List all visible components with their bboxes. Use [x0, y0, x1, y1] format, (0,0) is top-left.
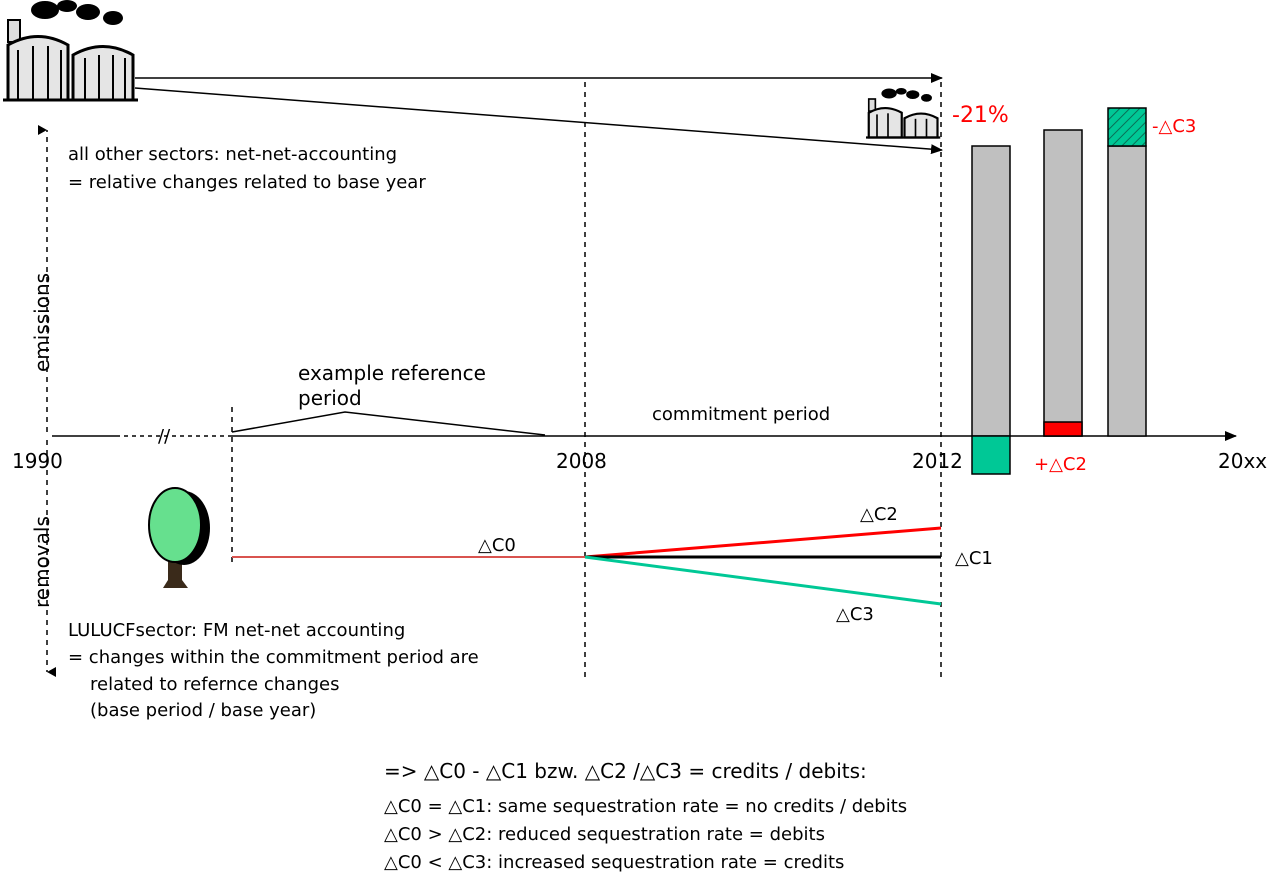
factory-icon	[866, 88, 941, 139]
bar-label-plus-c2: +△C2	[1034, 454, 1087, 475]
delta-c1-label: △C1	[955, 548, 993, 569]
legend-line-2: △C0 = △C1: same sequestration rate = no …	[384, 796, 907, 817]
lulucf-line-1: LULUCFsector: FM net-net accounting	[68, 620, 405, 641]
other-sectors-line-1: all other sectors: net-net-accounting	[68, 144, 397, 165]
lulucf-line-2: = changes within the commitment period a…	[68, 647, 479, 668]
bar-debits	[1043, 129, 1083, 437]
arrow-reduced-projection	[134, 87, 943, 155]
tree-icon	[148, 487, 210, 588]
bar-base-teal-below	[971, 435, 1011, 475]
tick-label-2012: 2012	[912, 449, 963, 473]
example-reference-line-1: example reference	[298, 361, 486, 385]
delta-c0-label: △C0	[478, 535, 516, 556]
delta-c3-label: △C3	[836, 604, 874, 625]
bar-label-percent: -21%	[952, 103, 1009, 128]
example-reference-line-2: period	[298, 386, 362, 410]
reference-period-bracket	[231, 411, 546, 436]
legend-line-3: △C0 > △C2: reduced sequestration rate = …	[384, 824, 825, 845]
bar-credits-hatched-segment	[1107, 107, 1147, 147]
bar-debits-red-segment	[1043, 421, 1083, 437]
lulucf-line-3: related to refernce changes	[90, 674, 339, 695]
y-axis-label-removals: removals	[30, 516, 54, 608]
tick-label-1990: 1990	[12, 449, 63, 473]
bar-credits	[1107, 145, 1147, 437]
other-sectors-line-2: = relative changes related to base year	[68, 172, 426, 193]
commitment-period-label: commitment period	[652, 404, 830, 425]
delta-c2-line	[584, 526, 942, 559]
lulucf-line-4: (base period / base year)	[90, 700, 316, 721]
legend-line-4: △C0 < △C3: increased sequestration rate …	[384, 852, 844, 873]
bar-label-minus-c3: -△C3	[1152, 116, 1196, 137]
factory-icon	[3, 0, 138, 102]
legend-line-1: => △C0 - △C1 bzw. △C2 /△C3 = credits / d…	[384, 759, 867, 783]
delta-c3-line	[584, 555, 942, 606]
y-axis-label-emissions: emissions	[30, 273, 54, 372]
bar-base	[971, 145, 1011, 437]
tick-label-2008: 2008	[556, 449, 607, 473]
tick-label-20xx: 20xx	[1218, 449, 1267, 473]
axis-break-mark: //	[158, 426, 171, 447]
delta-c2-label: △C2	[860, 504, 898, 525]
